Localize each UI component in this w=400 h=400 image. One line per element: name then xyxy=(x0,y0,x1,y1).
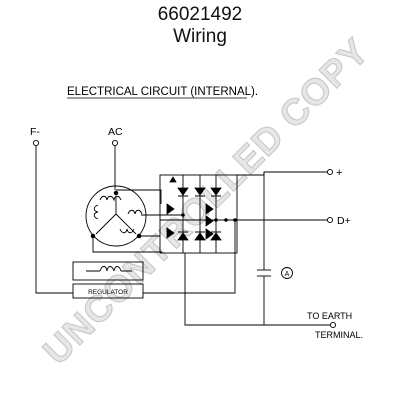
capacitor-marker-label: A xyxy=(285,271,290,278)
stator-coil-4 xyxy=(119,228,135,234)
diode-8 xyxy=(194,232,206,241)
page-subtitle: Wiring xyxy=(173,26,227,47)
capacitor-marker xyxy=(281,267,293,279)
bridge-node-1 xyxy=(181,213,185,217)
label-ac: AC xyxy=(108,126,123,138)
diode-11 xyxy=(166,227,175,239)
diode-10 xyxy=(205,228,214,240)
diode-6 xyxy=(205,215,214,227)
label-field: F- xyxy=(30,126,40,138)
stator xyxy=(85,185,147,247)
bridge-node-3 xyxy=(224,218,228,222)
field-coil-box xyxy=(72,261,144,281)
terminal-earth xyxy=(329,321,337,329)
terminal-field xyxy=(32,139,40,147)
diode-5 xyxy=(205,203,214,215)
regulator-box xyxy=(72,283,144,299)
stator-coil-2 xyxy=(93,204,99,220)
wire-regulator-feed xyxy=(143,220,236,294)
part-number: 66021492 xyxy=(157,4,243,25)
earth-label-line1: TO EARTH xyxy=(307,311,352,321)
diode-9 xyxy=(210,232,222,241)
bridge-node-2 xyxy=(214,218,218,222)
diode-3 xyxy=(210,187,222,196)
wire-field xyxy=(35,145,73,294)
diode-2 xyxy=(194,187,206,196)
diode-4 xyxy=(166,203,175,215)
stator-star-lines xyxy=(95,196,137,235)
earth-label-line2: TERMINAL. xyxy=(315,330,363,340)
stator-coil-3 xyxy=(127,209,143,215)
diode-7 xyxy=(177,232,189,241)
wire-earth xyxy=(184,253,330,326)
phase-wire-1 xyxy=(116,189,162,204)
regulator-label: REGULATOR xyxy=(88,289,128,296)
field-coil xyxy=(99,266,122,272)
label-positive: + xyxy=(336,167,342,179)
terminal-d-plus xyxy=(326,216,334,224)
terminal-ac xyxy=(111,139,119,147)
stator-node-top xyxy=(113,190,119,196)
diagram-heading: ELECTRICAL CIRCUIT (INTERNAL). xyxy=(67,86,258,98)
diode-1 xyxy=(177,187,189,196)
diode-12 xyxy=(169,176,177,183)
diode-bridge-outline xyxy=(159,174,238,254)
phase-wire-bottom xyxy=(92,236,162,253)
stator-coil-1 xyxy=(99,195,122,202)
label-d-plus: D+ xyxy=(337,215,351,227)
terminal-positive xyxy=(326,168,334,176)
